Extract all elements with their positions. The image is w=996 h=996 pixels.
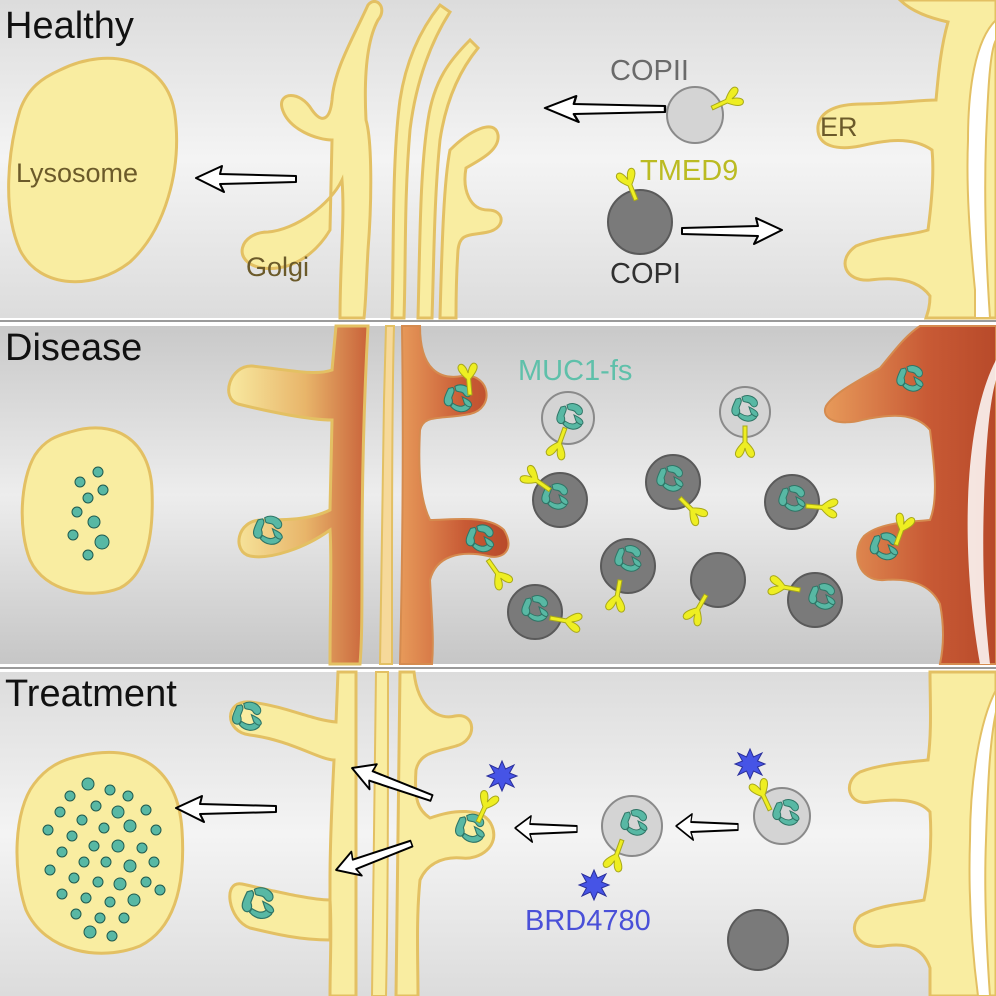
lysosome-aggregate-dot <box>111 839 125 853</box>
lysosome-aggregate-dot <box>104 896 116 908</box>
lysosome-aggregate-dot <box>54 806 66 818</box>
lysosome-aggregate-dot <box>123 819 137 833</box>
lysosome-aggregate-dot <box>92 876 104 888</box>
lysosome-aggregate-dot <box>80 892 92 904</box>
lysosome-aggregate-dot <box>94 912 106 924</box>
lysosome-aggregate-dot <box>123 859 137 873</box>
lysosome-aggregate-dot <box>154 884 166 896</box>
healthy-title: Healthy <box>5 5 134 47</box>
golgi-disease <box>227 324 510 666</box>
er-healthy <box>816 0 996 320</box>
copii-vesicle <box>666 86 724 144</box>
copi-vesicles-stuck <box>507 454 843 640</box>
copi-label: COPI <box>610 258 681 290</box>
lysosome-aggregate-dot <box>148 856 160 868</box>
lysosome-aggregate-dot <box>81 777 95 791</box>
lysosome-aggregate-dot <box>111 805 125 819</box>
lysosome-aggregate-dot <box>100 856 112 868</box>
golgi-healthy <box>240 0 503 320</box>
treatment-title: Treatment <box>5 673 177 715</box>
lysosome-aggregate-dot <box>113 877 127 891</box>
healthy-panel: Healthy Lysosome Golgi ER COPII TMED9 CO… <box>5 0 996 320</box>
lysosome-aggregates <box>67 466 110 561</box>
lysosome-aggregate-dot <box>127 893 141 907</box>
er-treatment <box>848 670 996 996</box>
lysosome-aggregate-dot <box>136 842 148 854</box>
lysosome-aggregate-dot <box>76 814 88 826</box>
lysosome-disease <box>20 426 154 595</box>
lysosome-label: Lysosome <box>16 158 138 188</box>
lysosome-aggregate-dot <box>140 804 152 816</box>
lysosome-aggregate-dot <box>70 908 82 920</box>
lysosome-aggregate-dot <box>140 876 152 888</box>
lysosome-aggregates-cleared <box>42 777 166 942</box>
copii-vesicles-stuck <box>541 386 771 462</box>
lysosome-aggregate-dot <box>42 824 54 836</box>
lysosome-aggregate-dot <box>104 784 116 796</box>
muc1fs-label: MUC1-fs <box>518 355 632 387</box>
lysosome-aggregate-dot <box>106 930 118 942</box>
copi-vesicle <box>607 189 673 255</box>
lysosome-aggregate-dot <box>78 856 90 868</box>
copii-label: COPII <box>610 55 689 87</box>
lysosome-aggregate-dot <box>83 925 97 939</box>
lysosome-aggregate-dot <box>66 830 78 842</box>
lysosome-aggregate-dot <box>68 872 80 884</box>
lysosome-aggregate-dot <box>122 790 134 802</box>
disease-panel: Disease MUC1-fs <box>5 324 996 666</box>
lysosome-aggregate-dot <box>90 800 102 812</box>
tmed9-label: TMED9 <box>640 155 738 187</box>
lysosome-aggregate-dot <box>118 912 130 924</box>
brd4780-label: BRD4780 <box>525 905 651 937</box>
lysosome-treatment <box>15 750 185 955</box>
lysosome-healthy <box>7 56 179 284</box>
copii-vesicle-treatment-middle <box>601 795 663 857</box>
lysosome-aggregate-dot <box>98 822 110 834</box>
lysosome-aggregate-dot <box>56 888 68 900</box>
golgi-label: Golgi <box>246 252 309 282</box>
disease-title: Disease <box>5 327 142 369</box>
er-disease <box>823 325 996 665</box>
treatment-panel: Treatment BRD4780 <box>5 670 996 996</box>
lysosome-aggregate-dot <box>56 846 68 858</box>
er-label: ER <box>820 112 858 142</box>
lysosome-aggregate-dot <box>150 824 162 836</box>
lysosome-aggregate-dot <box>64 790 76 802</box>
lysosome-aggregate-dot <box>88 840 100 852</box>
copi-vesicle-treatment <box>727 909 789 971</box>
lysosome-aggregate-dot <box>44 864 56 876</box>
